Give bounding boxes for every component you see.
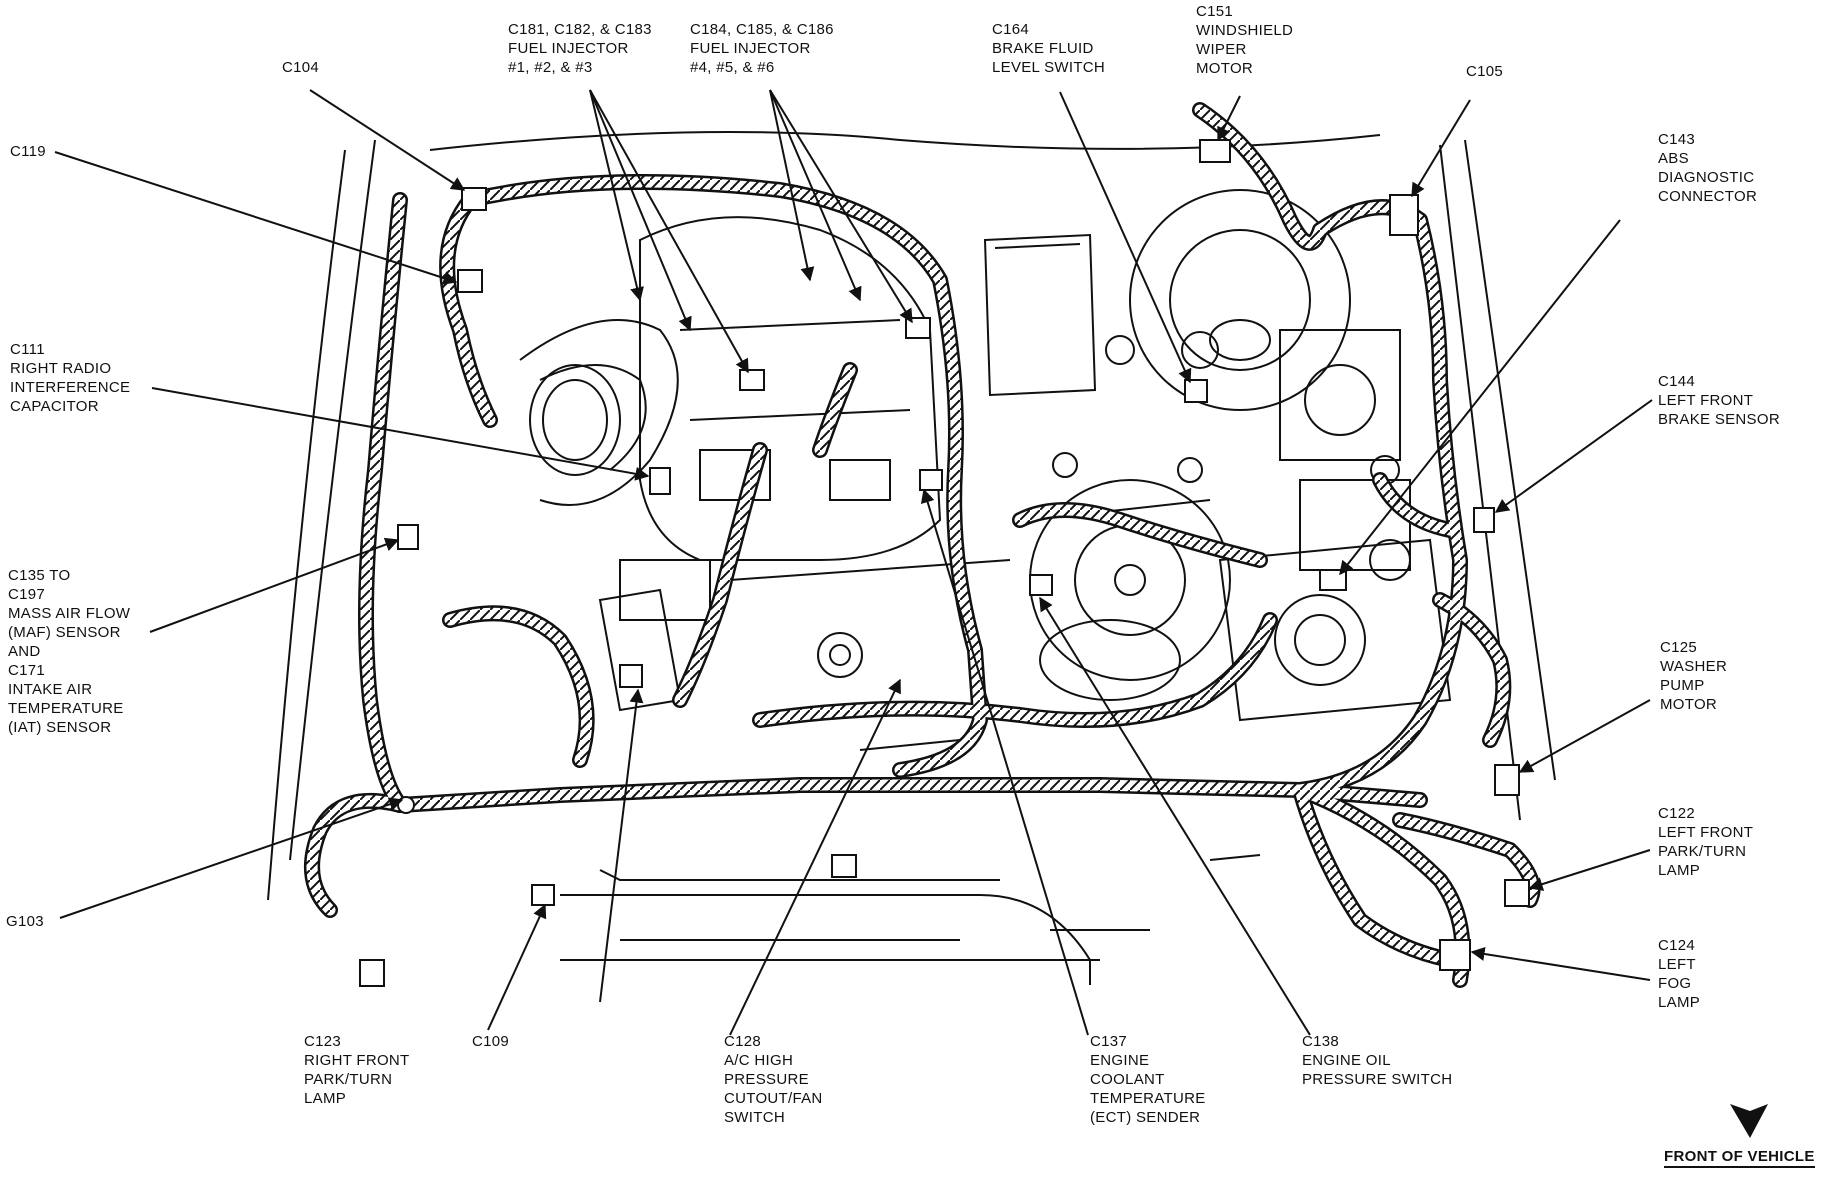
label-c164: C164 BRAKE FLUID LEVEL SWITCH	[992, 21, 1106, 76]
label-c143: C143 ABS DIAGNOSTIC CONNECTOR	[1658, 131, 1758, 205]
label-c124: C124 LEFT FOG LAMP	[1658, 937, 1701, 1011]
label-c111: C111 RIGHT RADIO INTERFERENCE CAPACITOR	[10, 341, 131, 415]
connector-c124	[1439, 939, 1471, 971]
label-c122: C122 LEFT FRONT PARK/TURN LAMP	[1658, 805, 1754, 879]
label-fuel-injector-1-2-3: C181, C182, & C183 FUEL INJECTOR #1, #2,…	[508, 21, 652, 76]
connector-c135	[397, 524, 419, 550]
connector-c138	[1029, 574, 1053, 596]
label-g103: G103	[6, 913, 44, 930]
label-c123: C123 RIGHT FRONT PARK/TURN LAMP	[304, 1033, 410, 1107]
connector-c143	[1319, 569, 1347, 591]
connector-c105	[1389, 194, 1419, 236]
connector-c125	[1494, 764, 1520, 796]
label-fuel-injector-4-5-6: C184, C185, & C186 FUEL INJECTOR #4, #5,…	[690, 21, 834, 76]
engine-body-lines	[267, 131, 1556, 985]
label-c105: C105	[1466, 63, 1504, 80]
connector-c164	[1184, 379, 1208, 403]
connector-c137	[919, 469, 943, 491]
connector-c128	[619, 664, 643, 688]
label-c151: C151 WINDSHIELD WIPER MOTOR	[1196, 3, 1294, 77]
label-c109: C109	[472, 1033, 510, 1050]
connector-c151	[1199, 139, 1231, 163]
front-arrow-icon	[1730, 1104, 1768, 1138]
label-c135-c197-c171: C135 TO C197 MASS AIR FLOW (MAF) SENSOR …	[8, 567, 131, 736]
connector-c123	[359, 959, 385, 987]
front-of-vehicle-caption: FRONT OF VEHICLE	[1664, 1148, 1815, 1168]
ground-g103	[397, 796, 415, 814]
label-c128: C128 A/C HIGH PRESSURE CUTOUT/FAN SWITCH	[724, 1033, 823, 1126]
connector-c119	[457, 269, 483, 293]
connector-c122	[1504, 879, 1530, 907]
label-c144: C144 LEFT FRONT BRAKE SENSOR	[1658, 373, 1780, 428]
wiring-harness	[304, 102, 1541, 988]
label-c138: C138 ENGINE OIL PRESSURE SWITCH	[1302, 1033, 1453, 1088]
label-c125: C125 WASHER PUMP MOTOR	[1660, 639, 1728, 713]
connector-c111	[649, 467, 671, 495]
connector-fuel-injector-4	[905, 317, 931, 339]
label-c104: C104	[282, 59, 320, 76]
connectors	[359, 139, 1530, 987]
connector-c109	[531, 884, 555, 906]
leader-lines	[54, 89, 1653, 1036]
connector-fuel-injector-1	[739, 369, 765, 391]
label-c119: C119	[10, 143, 46, 160]
connector-c104	[461, 187, 487, 211]
connector-c144	[1473, 507, 1495, 533]
label-c137: C137 ENGINE COOLANT TEMPERATURE (ECT) SE…	[1090, 1033, 1206, 1126]
connector-c128-alt	[831, 854, 857, 878]
